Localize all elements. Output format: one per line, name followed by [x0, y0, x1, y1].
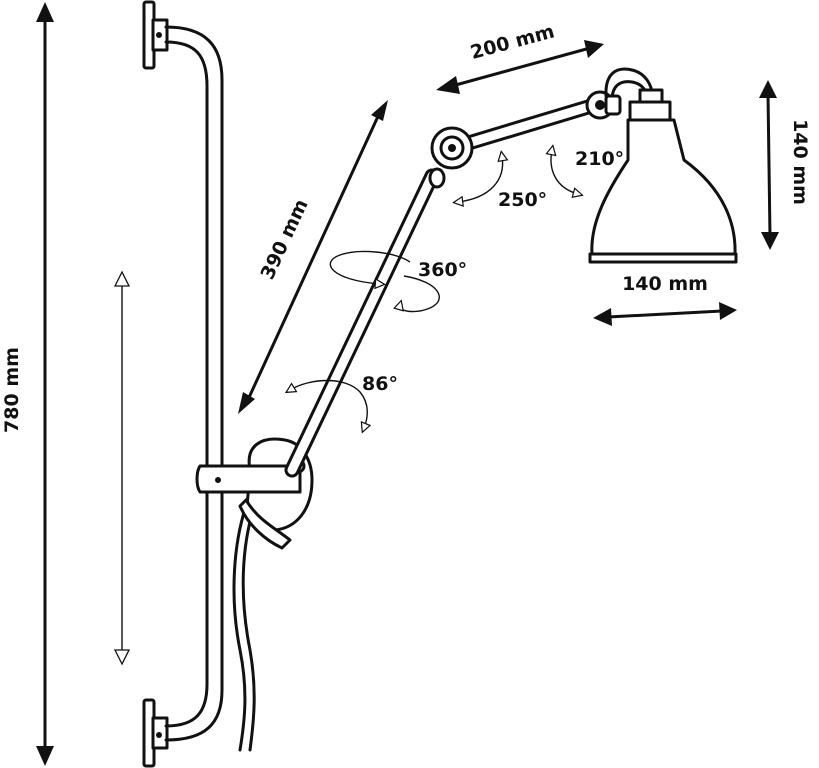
elbow-arc-icon [458, 156, 503, 202]
cable-inner [241, 496, 259, 752]
shade-width-line [607, 309, 723, 319]
upper-arm-dimension: 200 mm [436, 20, 604, 94]
swivel-arc-front-icon [400, 275, 440, 313]
cable-outer [232, 493, 252, 752]
bottom-screw-icon [156, 732, 162, 738]
upper-arm-arrow-left [436, 76, 460, 94]
base-tilt-label: 86° [362, 373, 398, 395]
shade-tilt-label: 210° [575, 148, 624, 170]
shade-bracket [604, 67, 655, 100]
shade-height-dimension: 140 mm [759, 80, 811, 250]
shade-tilt-rotation: 210° [551, 148, 624, 194]
clamp-lever [238, 498, 292, 550]
lamp-shade [588, 67, 738, 264]
arm-length-arrow-high [371, 100, 388, 121]
arm-length-dimension: 390 mm [238, 100, 388, 414]
rail-range-arrow-bottom [113, 649, 131, 666]
rail-range-arrow-top [113, 270, 131, 287]
shade-rim [588, 252, 738, 264]
shade-width-dimension: 140 mm [593, 273, 737, 326]
arm-length-line [244, 111, 382, 405]
shade-width-label: 140 mm [622, 273, 708, 295]
elbow-knob-icon [448, 144, 456, 152]
upper-arm-arrow-right [584, 40, 604, 58]
shade-tilt-arc-icon [551, 150, 578, 194]
shade-bell [590, 118, 737, 256]
rail-range-arrow [113, 270, 131, 666]
upper-arm-label: 200 mm [468, 20, 557, 63]
lower-arm [284, 167, 446, 478]
swivel-rotation: 360° [329, 250, 467, 313]
shade-width-arrow-right [719, 302, 737, 320]
height-arrow-top [36, 2, 54, 22]
shade-socket [628, 100, 672, 122]
height-label: 780 mm [1, 347, 23, 433]
height-dimension: 780 mm [1, 2, 54, 766]
clamp-screw-icon [215, 477, 221, 483]
shade-bracket-end [604, 94, 622, 116]
shade-height-arrow-top [759, 80, 777, 98]
swivel-arc-back-icon [329, 250, 411, 284]
rail-clamp [195, 464, 302, 494]
base-tilt-arc-icon [290, 379, 367, 429]
arm-length-label: 390 mm [256, 196, 312, 283]
shade-joint-knob-icon [595, 100, 605, 110]
rail-tube-inner [164, 40, 209, 728]
shade-height-label: 140 mm [789, 119, 811, 205]
arm-length-arrow-low [238, 392, 255, 414]
shade-height-arrow-bottom [761, 232, 779, 250]
swivel-label: 360° [418, 259, 467, 281]
lower-arm-collar [428, 167, 446, 189]
upper-arm-line [451, 46, 591, 88]
shade-width-arrow-left [593, 308, 612, 326]
rail-tube-outer [164, 25, 224, 742]
base-tilt-rotation: 86° [290, 373, 398, 428]
elbow-label: 250° [498, 189, 547, 211]
wall-rail [142, 0, 224, 768]
power-cable [232, 493, 259, 752]
top-screw-icon [156, 32, 162, 38]
shade-height-line [766, 93, 772, 237]
height-arrow-bottom [36, 746, 54, 766]
elbow-rotation: 250° [458, 156, 547, 211]
